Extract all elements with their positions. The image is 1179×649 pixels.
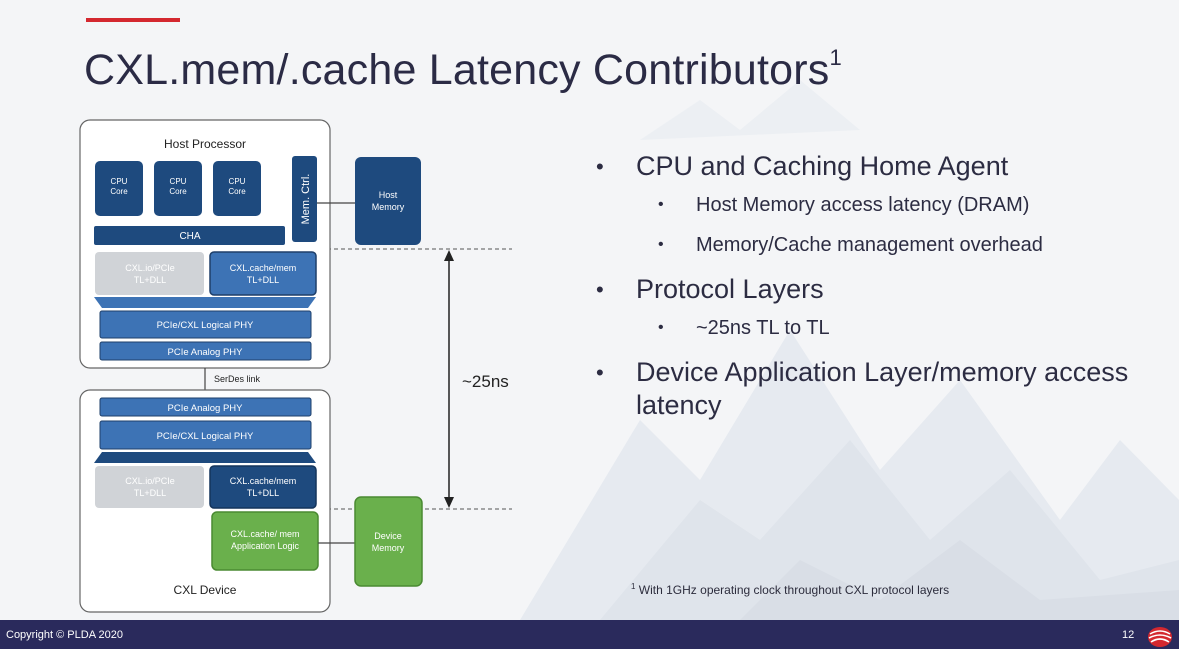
slide-title-text: CXL.mem/.cache Latency Contributors <box>84 46 830 94</box>
cha-label: CHA <box>179 231 200 242</box>
device-mux-trapezoid <box>94 452 316 463</box>
footer-bar: Copyright © PLDA 2020 12 <box>0 620 1179 649</box>
device-analog-phy-label: PCIe Analog PHY <box>168 403 244 414</box>
bullet-item: Device Application Layer/memory access l… <box>590 356 1150 422</box>
mem-ctrl-label: Mem. Ctrl. <box>300 174 312 225</box>
latency-arrowhead-up <box>444 250 454 261</box>
host-memory-label-2: Memory <box>372 202 405 212</box>
cxl-latency-diagram: ~25ns Host Processor CPU Core CPU Core C… <box>79 119 512 613</box>
bullet-subitem: Memory/Cache management overhead <box>590 233 1150 257</box>
footnote: 1 With 1GHz operating clock throughout C… <box>631 582 949 597</box>
cpu-core-3 <box>213 161 261 216</box>
host-cachemem-label: CXL.cache/mem <box>230 263 297 273</box>
host-analog-phy <box>99 341 312 361</box>
cxl-device-label: CXL Device <box>174 583 237 597</box>
footnote-mark: 1 <box>631 582 636 591</box>
device-cachemem-block <box>209 465 317 509</box>
host-analog-phy-label: PCIe Analog PHY <box>168 347 244 358</box>
bullet-item: Protocol Layers <box>590 273 1150 306</box>
cpu-core-2-label: CPU <box>170 177 187 186</box>
serdes-link-label: SerDes link <box>214 374 261 384</box>
plda-logo-icon <box>1148 627 1172 647</box>
device-logical-phy-label: PCIe/CXL Logical PHY <box>157 431 254 442</box>
app-logic-block <box>211 511 319 571</box>
cpu-core-1-label-2: Core <box>110 187 128 196</box>
device-io-label: CXL.io/PCIe <box>125 476 175 486</box>
device-memory-block <box>354 496 423 587</box>
cpu-core-2-label-2: Core <box>169 187 187 196</box>
latency-arrowhead-down <box>444 497 454 508</box>
mem-ctrl-block <box>292 156 317 242</box>
host-io-label: CXL.io/PCIe <box>125 263 175 273</box>
host-logical-phy <box>99 310 312 339</box>
host-io-label-2: TL+DLL <box>134 275 166 285</box>
app-logic-label-2: Application Logic <box>231 541 300 551</box>
host-processor-label: Host Processor <box>164 137 246 151</box>
host-cachemem-block <box>209 251 317 296</box>
latency-label: ~25ns <box>462 372 509 391</box>
app-logic-label: CXL.cache/ mem <box>230 529 299 539</box>
title-footnote-mark: 1 <box>829 44 842 70</box>
device-cachemem-label-2: TL+DLL <box>247 488 279 498</box>
cha-block <box>94 226 285 245</box>
host-memory-label: Host <box>379 190 398 200</box>
device-analog-phy <box>99 397 312 417</box>
host-cachemem-label-2: TL+DLL <box>247 275 279 285</box>
device-cachemem-label: CXL.cache/mem <box>230 476 297 486</box>
background-mountains <box>520 330 1179 620</box>
copyright-text: Copyright © PLDA 2020 <box>6 629 123 641</box>
device-memory-label-2: Memory <box>372 543 405 553</box>
host-io-block <box>95 252 204 295</box>
host-memory-block <box>355 157 421 245</box>
bullet-list: CPU and Caching Home Agent Host Memory a… <box>590 150 1150 432</box>
device-logical-phy <box>99 420 312 450</box>
device-io-block <box>95 466 204 508</box>
cpu-core-1-label: CPU <box>111 177 128 186</box>
page-number: 12 <box>1122 629 1135 641</box>
cpu-core-2 <box>154 161 202 216</box>
cpu-core-3-label-2: Core <box>228 187 246 196</box>
footnote-text: With 1GHz operating clock throughout CXL… <box>638 583 950 597</box>
cpu-core-1 <box>95 161 143 216</box>
title-accent-bar <box>86 18 180 22</box>
cpu-core-3-label: CPU <box>229 177 246 186</box>
bullet-subitem: Host Memory access latency (DRAM) <box>590 193 1150 217</box>
bullet-subitem: ~25ns TL to TL <box>590 316 1150 340</box>
bullet-item: CPU and Caching Home Agent <box>590 150 1150 183</box>
device-memory-label: Device <box>374 531 402 541</box>
host-logical-phy-label: PCIe/CXL Logical PHY <box>157 320 254 331</box>
device-io-label-2: TL+DLL <box>134 488 166 498</box>
host-mux-trapezoid <box>94 297 316 308</box>
slide-title: CXL.mem/.cache Latency Contributors1 <box>84 44 842 95</box>
